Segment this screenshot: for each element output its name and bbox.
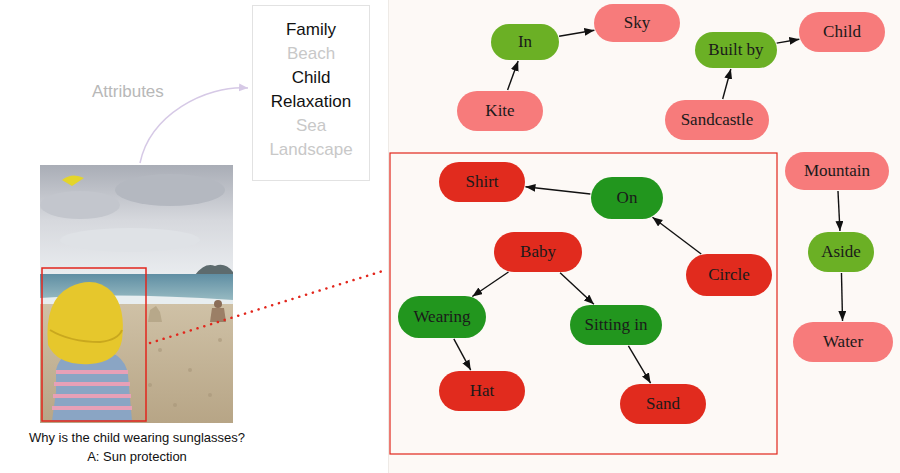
node-label: Water xyxy=(823,332,863,352)
object-node: Shirt xyxy=(439,162,525,202)
relation-arrow xyxy=(723,69,731,99)
relation-node: Aside xyxy=(808,232,874,272)
node-label: On xyxy=(617,188,638,208)
node-label: Child xyxy=(823,22,861,42)
relation-node: Sitting in xyxy=(570,305,662,345)
object-node: Circle xyxy=(686,254,772,296)
node-label: Kite xyxy=(485,101,514,121)
object-node: Sky xyxy=(594,4,680,42)
attribute-item: Beach xyxy=(253,42,369,66)
relation-arrow xyxy=(628,346,650,383)
object-node: Kite xyxy=(457,91,543,131)
attribute-item: Family xyxy=(253,18,369,42)
question-text: Why is the child wearing sunglasses? xyxy=(29,430,245,445)
relation-arrow xyxy=(838,191,840,231)
object-node: Hat xyxy=(439,371,525,411)
node-label: Sand xyxy=(646,394,680,414)
object-node: Sand xyxy=(620,384,706,424)
attribute-item: Landscape xyxy=(253,138,369,162)
beach-photo xyxy=(40,165,233,423)
node-label: Wearing xyxy=(413,307,470,327)
node-label: Sandcastle xyxy=(681,110,754,130)
relation-node: On xyxy=(591,177,663,219)
node-label: Baby xyxy=(520,242,556,262)
node-label: Hat xyxy=(470,381,495,401)
attribute-item: Relaxation xyxy=(253,90,369,114)
relation-arrow xyxy=(454,339,471,370)
object-node: Mountain xyxy=(785,152,889,190)
relation-arrow xyxy=(777,39,800,43)
relation-arrow xyxy=(508,61,519,90)
arrow-label: Attributes xyxy=(92,82,164,102)
relation-arrow xyxy=(841,273,842,321)
relation-arrow xyxy=(652,217,701,254)
relation-arrow xyxy=(472,272,508,296)
attribute-item: Child xyxy=(253,66,369,90)
relation-node: Wearing xyxy=(398,296,486,338)
attribute-item: Sea xyxy=(253,114,369,138)
answer-text: A: Sun protection xyxy=(87,449,187,464)
object-node: Sandcastle xyxy=(665,100,769,140)
node-label: Sky xyxy=(624,13,650,33)
focus-region xyxy=(390,153,777,454)
node-label: Aside xyxy=(821,242,861,262)
object-node: Water xyxy=(793,322,893,362)
relation-arrow xyxy=(560,273,594,305)
node-label: Built by xyxy=(708,40,763,60)
node-label: Sitting in xyxy=(585,315,648,335)
relation-node: In xyxy=(491,24,559,60)
relation-arrow xyxy=(525,187,590,194)
node-label: Shirt xyxy=(465,172,498,192)
object-node: Baby xyxy=(494,232,582,272)
relation-node: Built by xyxy=(695,32,777,68)
node-label: In xyxy=(518,32,532,52)
node-label: Circle xyxy=(708,265,750,285)
dotted-leader xyxy=(150,270,386,343)
attribute-box: FamilyBeachChildRelaxationSeaLandscape xyxy=(252,5,370,181)
object-node: Child xyxy=(799,12,885,52)
relation-arrow xyxy=(559,30,594,36)
node-label: Mountain xyxy=(804,161,870,181)
